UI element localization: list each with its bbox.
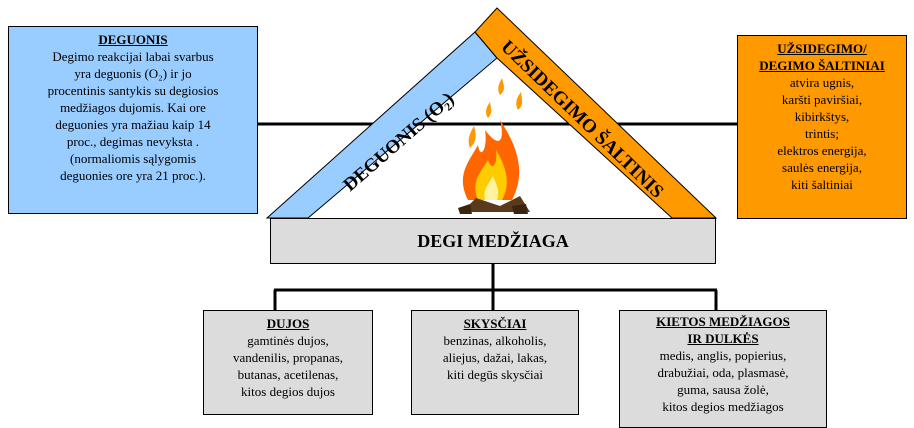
liquid-line: kiti degūs skysčiai: [446, 367, 544, 382]
ignition-line: elektros energija,: [777, 143, 867, 158]
oxygen-line: proc., degimas nevyksta .: [66, 134, 200, 149]
gas-title: DUJOS: [266, 316, 310, 331]
gas-line: vandenilis, propanas,: [232, 350, 344, 365]
liquid-title: SKYSČIAI: [463, 316, 527, 331]
ignition-line: kiti šaltiniai: [791, 177, 853, 192]
ignition-title-2: DEGIMO ŠALTINIAI: [759, 58, 885, 73]
ignition-title-1: UŽSIDEGIMO/: [777, 41, 867, 56]
solid-line: kitos degios medžiagos: [662, 399, 784, 414]
solid-line: guma, sausa žolė,: [677, 382, 769, 397]
ignition-line: atvira ugnis,: [789, 75, 855, 90]
liquid-line: aliejus, dažai, lakas,: [442, 350, 548, 365]
oxygen-title: DEGUONIS: [98, 32, 168, 47]
ignition-line: karšti paviršiai,: [781, 92, 863, 107]
solid-line: drabužiai, oda, plasmasė,: [657, 365, 789, 380]
gas-box: DUJOS gamtinės dujos, vandenilis, propan…: [203, 310, 373, 415]
oxygen-line: deguonies ore yra 21 proc.).: [60, 168, 206, 183]
oxygen-line: yra deguonis (O₂) ir jo: [74, 66, 192, 81]
oxygen-line: (normaliomis sąlygomis: [69, 151, 197, 166]
gas-line: gamtinės dujos,: [247, 333, 329, 348]
ignition-line: kibirkštys,: [794, 109, 850, 124]
solid-line: medis, anglis, popierius,: [659, 348, 787, 363]
oxygen-line: deguonies yra mažiau kaip 14: [55, 117, 211, 132]
gas-line: kitos degios dujos: [241, 384, 335, 399]
flammable-substance-box: DEGI MEDŽIAGA: [270, 218, 716, 264]
campfire-icon: [458, 78, 530, 214]
ignition-line: saulės energija,: [782, 160, 862, 175]
ignition-box: UŽSIDEGIMO/ DEGIMO ŠALTINIAI atvira ugni…: [737, 35, 907, 219]
oxygen-line: procentinis santykis su degiosios: [47, 83, 219, 98]
liquid-box: SKYSČIAI benzinas, alkoholis, aliejus, d…: [411, 310, 579, 415]
triangle-right-label: UŽSIDEGIMO ŠALTINIS: [497, 36, 669, 203]
oxygen-box: DEGUONIS Degimo reakcijai labai svarbus …: [8, 26, 258, 214]
ignition-line: trintis;: [805, 126, 839, 141]
solid-title-2: IR DULKĖS: [687, 331, 759, 346]
solid-box: KIETOS MEDŽIAGOS IR DULKĖS medis, anglis…: [619, 310, 827, 428]
oxygen-line: medžiagos dujomis. Kai ore: [60, 100, 206, 115]
solid-title-1: KIETOS MEDŽIAGOS: [656, 314, 790, 329]
oxygen-line: Degimo reakcijai labai svarbus: [52, 49, 214, 64]
gas-line: butanas, acetilenas,: [237, 367, 339, 382]
liquid-line: benzinas, alkoholis,: [443, 333, 547, 348]
